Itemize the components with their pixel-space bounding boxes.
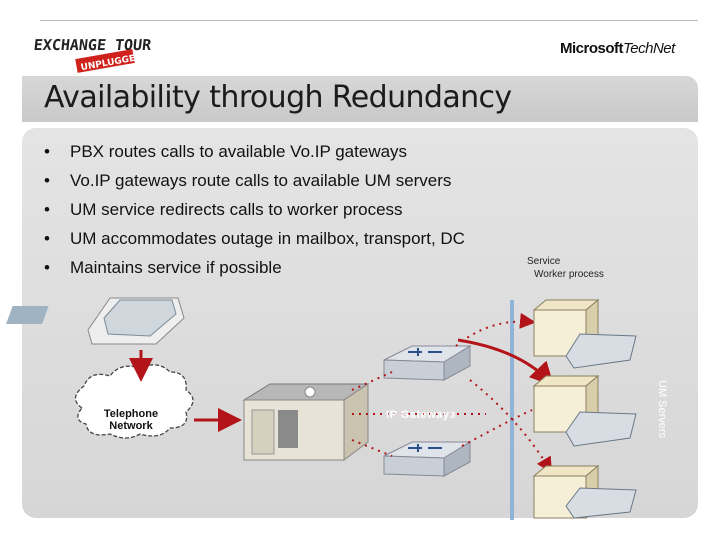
bullet-text: PBX routes calls to available Vo.IP gate… [70,142,408,161]
ip-gateway-router-icon [383,441,472,477]
service-label: Service [527,256,561,267]
ip-gateway-router-icon [383,345,472,381]
bullet-item: •PBX routes calls to available Vo.IP gat… [44,142,408,161]
bullet-item: •UM accommodates outage in mailbox, tran… [44,229,465,248]
bullet-item: •Maintains service if possible [44,258,282,277]
exchange-tour-logo: EXCHANGE TOUR UNPLUGGED [33,36,153,73]
bullet-list: •PBX routes calls to available Vo.IP gat… [44,140,465,285]
bullet-text: Maintains service if possible [70,258,282,277]
microsoft-technet-logo: MicrosoftTechNet [560,40,675,57]
svg-text:EXCHANGE TOUR: EXCHANGE TOUR [33,36,153,54]
bullet-item: •Vo.IP gateways route calls to available… [44,171,452,190]
worker-process-label: Worker process [534,269,604,280]
logo-product: TechNet [623,40,675,57]
ip-gateways-label: IP Gateways [386,409,457,421]
pbx-switch-icon [242,383,370,461]
um-server-icon [532,374,637,447]
bullet-item: •UM service redirects calls to worker pr… [44,200,403,219]
pbx-phone-icon [6,297,185,345]
bullet-text: UM accommodates outage in mailbox, trans… [70,229,465,248]
um-servers-label: UM Servers [656,380,668,439]
switch-to-gateway-link [351,439,393,457]
gateway-to-um-arrow [457,338,555,387]
um-server-icon [532,298,637,369]
telephone-network-label: Telephone Network [86,408,176,432]
logo-brand: Microsoft [560,40,624,57]
slide-title: Availability through Redundancy [44,80,512,115]
header-rule [40,20,698,21]
telephone-network-line2: Network [109,420,153,432]
switch-to-gateway-link [351,371,393,391]
telephone-network-line1: Telephone [103,408,159,420]
service-worker-label: Service Worker process [527,255,604,281]
bullet-text: Vo.IP gateways route calls to available … [70,171,452,190]
bullet-text: UM service redirects calls to worker pro… [70,200,403,219]
title-bar [22,76,698,122]
telephone-network-cloud-icon [74,364,194,439]
um-server-icon [532,464,637,519]
network-bus [510,300,514,520]
gateway-to-um-arrow [461,409,533,447]
